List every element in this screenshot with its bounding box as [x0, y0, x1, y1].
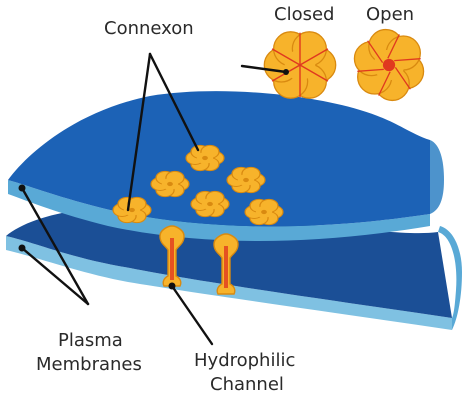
connexon-2 — [150, 170, 190, 198]
upper-membrane-edge — [8, 180, 430, 241]
connexon-leader-1 — [126, 52, 152, 212]
connexon-3 — [226, 166, 266, 194]
connexon-6 — [244, 198, 284, 226]
open-connexon-icon — [353, 28, 425, 102]
channel-right — [213, 233, 239, 295]
hydrophilic-channels — [159, 225, 239, 295]
plasma-leader-2 — [20, 246, 90, 306]
lower-membrane-edge — [6, 236, 452, 330]
closed-connexon-icon — [263, 31, 337, 99]
plasma-label-line1: Plasma — [58, 330, 123, 351]
closed-leader — [240, 64, 288, 74]
plasma-leader-1 — [20, 186, 90, 306]
connexon-states — [263, 28, 425, 102]
plasma-label-line2: Membranes — [36, 354, 142, 375]
connexon-label: Connexon — [104, 18, 194, 39]
closed-label: Closed — [274, 4, 334, 25]
hydrophilic-label-line2: Channel — [210, 374, 284, 395]
hydro-leader — [170, 284, 214, 346]
connexon-4 — [190, 190, 230, 218]
connexon-cluster — [112, 144, 284, 226]
leader-lines — [18, 52, 289, 346]
connexon-leader-2 — [148, 52, 200, 152]
open-label: Open — [366, 4, 414, 25]
channel-left — [159, 225, 185, 287]
hydrophilic-label-line1: Hydrophilic — [194, 350, 295, 371]
connexon-1 — [185, 144, 225, 172]
connexon-5 — [112, 196, 152, 224]
